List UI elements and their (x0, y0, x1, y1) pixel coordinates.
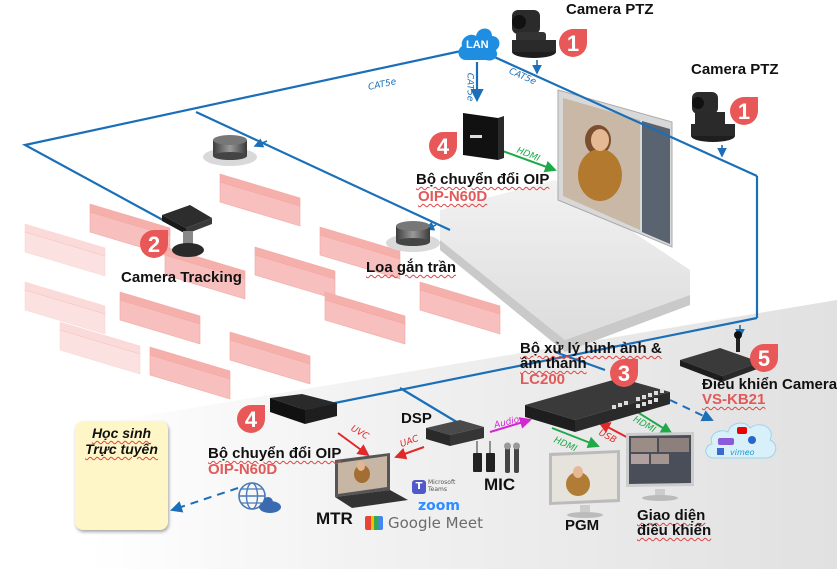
ceiling-speaker-icon (386, 221, 440, 252)
ptz-camera-icon (512, 10, 556, 58)
seat-row (24, 231, 106, 277)
mtr-label: MTR (316, 509, 353, 528)
processor-code: LC200 (520, 371, 566, 388)
tracking-camera-icon (162, 205, 212, 257)
streaming-cloud-icon: vimeo (705, 422, 777, 459)
mic-label: MIC (484, 475, 516, 494)
badge-4: 4 (235, 403, 267, 435)
oip-top-label: Bộ chuyển đổi OIP (416, 171, 550, 188)
seat-back (324, 291, 406, 325)
cat5e-wires (21, 46, 759, 431)
seat-back (229, 331, 311, 365)
laptop-icon (335, 453, 408, 508)
seat-back (89, 203, 171, 237)
svg-text:4: 4 (245, 407, 258, 432)
internet-link (170, 487, 239, 513)
stream-link (669, 399, 714, 422)
camera-tracking-label: Camera Tracking (121, 269, 242, 286)
badge-4: 4 (427, 130, 459, 162)
seat-back (59, 321, 141, 355)
google-meet-icon (365, 516, 383, 530)
svg-text:1: 1 (738, 99, 750, 124)
seat-row (59, 329, 141, 375)
globe-icon (238, 482, 281, 513)
monitor-icon (549, 450, 620, 518)
joystick-controller-icon (680, 331, 760, 382)
microphone-icon (473, 441, 520, 473)
control-ui-label-line2: điều khiển (637, 522, 712, 539)
seat-back (149, 346, 231, 380)
oip-bottom-label: Bộ chuyển đổi OIP (208, 445, 342, 462)
svg-text:vimeo: vimeo (730, 448, 755, 457)
svg-text:2: 2 (148, 232, 160, 257)
dsp-box-icon (426, 420, 484, 446)
seat-back (119, 291, 201, 325)
google-meet-label: Google Meet (388, 514, 483, 532)
badge-3: 3 (608, 357, 640, 389)
seat-back (319, 226, 401, 260)
seat-row (24, 289, 106, 335)
classroom-seats (24, 173, 501, 400)
svg-text:1: 1 (567, 31, 579, 56)
seat-back (24, 281, 106, 315)
camera-ptz-label: Camera PTZ (566, 1, 654, 18)
badge-5: 5 (748, 342, 780, 374)
stage-platform (440, 180, 690, 340)
converter-box-icon (463, 113, 504, 160)
svg-text:3: 3 (618, 361, 630, 386)
cat5e-label: CAT5e (464, 72, 475, 102)
zoom-logo: zoom (418, 498, 460, 514)
ceiling-speaker-icon (203, 135, 257, 166)
projection-screen-icon (557, 89, 673, 248)
controller-code: VS-KB21 (702, 391, 766, 408)
seat-back (419, 281, 501, 315)
ptz-camera-icon (691, 92, 735, 142)
camera-ptz-label: Camera PTZ (691, 61, 779, 78)
av-processor-icon (525, 378, 670, 432)
badge-2: 2 (138, 228, 170, 260)
teams-label-line2: Teams (428, 486, 447, 493)
students-line2: Trực tuyến (85, 441, 158, 457)
svg-text:5: 5 (758, 346, 770, 371)
online-student-card: Học sinh Trực tuyến (75, 421, 168, 530)
monitor-icon (626, 432, 694, 501)
pgm-label: PGM (565, 517, 600, 534)
lan-cloud-icon (458, 28, 500, 61)
teams-label-line1: Microsoft (428, 479, 456, 486)
processor-label-line2: âm thanh (520, 355, 587, 372)
lan-label: LAN (466, 39, 489, 51)
oip-top-code: OIP-N60D (418, 188, 488, 205)
control-ui-label-line1: Giao diện (637, 507, 706, 524)
ceiling-speaker-label: Loa gắn trần (366, 259, 457, 276)
badge-1: 1 (557, 27, 589, 59)
oip-bottom-code: OIP-N60D (208, 461, 278, 478)
students-line1: Học sinh (91, 425, 152, 441)
seat-back (24, 223, 106, 257)
svg-text:4: 4 (437, 134, 450, 159)
dsp-label: DSP (401, 410, 432, 427)
seat-back (254, 246, 336, 280)
badge-1: 1 (728, 95, 760, 127)
teams-logo-icon: T (412, 480, 426, 494)
controller-label: Điều khiển Camera (702, 376, 837, 393)
processor-label-line1: Bộ xử lý hình ảnh & (520, 340, 662, 357)
converter-box-icon (270, 394, 337, 424)
seat-back (219, 173, 301, 207)
